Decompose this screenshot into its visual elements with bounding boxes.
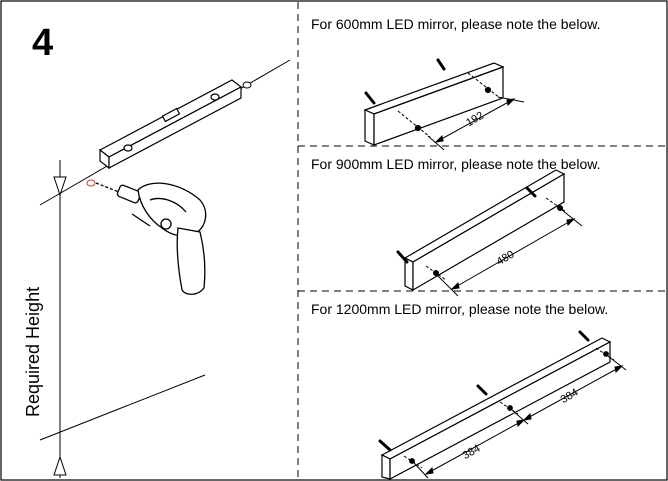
- required-height-label: Required Height: [23, 286, 43, 417]
- power-drill-tool: [95, 182, 207, 295]
- panel-caption-1200: For 1200mm LED mirror, please note the b…: [311, 301, 609, 317]
- mirror-board-600: [363, 62, 505, 146]
- dimension-label: 192: [464, 110, 486, 130]
- dimension-label: 480: [495, 248, 517, 268]
- height-arrows: [53, 176, 67, 476]
- dimension-label-left: 384: [461, 442, 483, 462]
- dimension-label-right: 384: [559, 386, 581, 406]
- wall-hole-markers: [86, 81, 252, 187]
- hanging-screws-900: [396, 186, 537, 264]
- hanging-screws-600: [364, 58, 446, 105]
- panel-caption-900: For 900mm LED mirror, please note the be…: [311, 156, 601, 172]
- hanging-screws-1200: [378, 330, 590, 452]
- mirror-board-1200: [380, 337, 612, 480]
- panel-caption-600: For 600mm LED mirror, please note the be…: [311, 16, 601, 32]
- mirror-board-900: [403, 169, 566, 292]
- step-number: 4: [32, 22, 54, 64]
- spirit-level-tool: [98, 79, 243, 170]
